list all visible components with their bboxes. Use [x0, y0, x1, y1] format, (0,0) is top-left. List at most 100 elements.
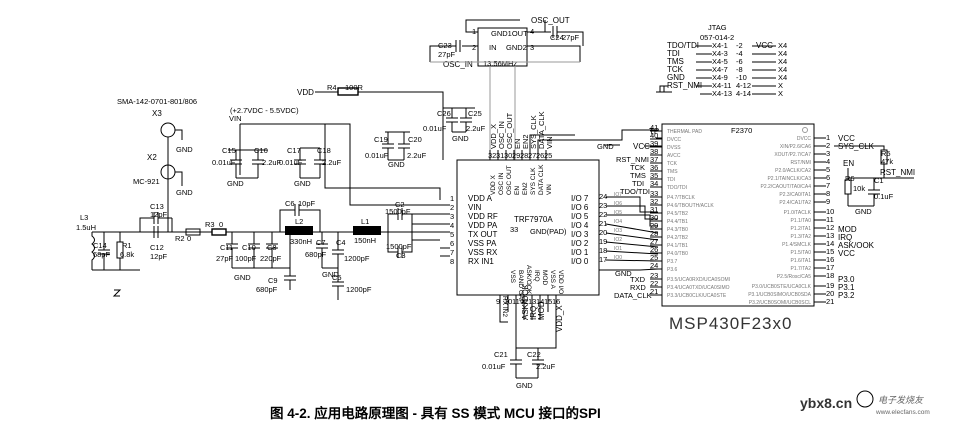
msp-rnet-askook: ASK/OOK	[838, 241, 875, 250]
osc-out-label: OSC_OUT	[531, 16, 570, 25]
msp-lnum-1: 41	[650, 123, 658, 132]
msp-lnum-2: 40	[650, 131, 658, 140]
l2-ref: L2	[295, 217, 303, 226]
trf-right-pin-4: I/O 4	[571, 221, 589, 230]
trf-left-num-6: 6	[450, 239, 454, 248]
gnd-c21: GND	[516, 381, 533, 390]
reset-network: R5 47k RST_NMI R6 10k C1 0.1uF GND	[834, 145, 915, 216]
trf-left-num-8: 8	[450, 257, 454, 266]
msp-rpin-8: P2.3/CA0/TA1	[779, 192, 811, 198]
l1-ref: L1	[361, 217, 369, 226]
c1-val: 0.1uF	[874, 192, 894, 201]
c14-val: 68pF	[93, 250, 111, 259]
c19-val: 0.01uF	[365, 151, 389, 160]
c5-val: 1200pF	[346, 285, 372, 294]
c22-ref: C22	[527, 350, 541, 359]
msp-lpin-3: DVSS	[667, 145, 681, 151]
trf-bottom-num-5: 13	[528, 297, 536, 306]
trf-left-num-4: 4	[450, 221, 454, 230]
msp430-chip: F2370 MSP430F23x0 TP VCC GND 41 40 39 38…	[597, 123, 875, 333]
io-label-3: IO3	[614, 228, 622, 234]
trf-left-pin-8: RX IN1	[468, 257, 494, 266]
c24-ref: C24	[550, 33, 564, 42]
decoupling-c26-c25: C26 0.01uF C25 2.2uF GND	[423, 107, 486, 143]
jtag-pinr-2: -4	[736, 49, 743, 58]
msp-lpin-10: P4.6/TBOUTH/ACLK	[667, 203, 714, 209]
jtag-connector: JTAG 057-014-2 VCC TDO/TDI TDI TMS TCK G…	[656, 23, 787, 98]
trf-bottom-pin-7: VSS A	[549, 270, 556, 289]
c25-val: 2.2uF	[466, 124, 486, 133]
trf-right-pin-3: I/O 5	[571, 212, 589, 221]
msp-lpin-7: TDI	[667, 177, 675, 183]
watermark-site: ybx8.cn	[800, 395, 852, 411]
io-label-2: IO2	[614, 237, 622, 243]
jtag-part: 057-014-2	[700, 33, 734, 42]
msp-model: F2370	[731, 126, 752, 135]
c11-ref: C11	[220, 243, 233, 252]
trf-bottom-num-8: 16	[552, 297, 560, 306]
jtag-r-6: X	[778, 81, 783, 90]
msp-lpin-13: P4.3/TB0	[667, 227, 688, 233]
trf-bottom-pin-2: VSS	[509, 270, 516, 284]
r5-ref: R5	[881, 149, 891, 158]
x3-ref: X3	[152, 109, 162, 118]
c26-val: 0.01uF	[423, 124, 447, 133]
msp-gnd-left: GND	[597, 142, 614, 151]
msp-lnum-7: 35	[650, 171, 658, 180]
msp-lnum-21: 21	[650, 287, 658, 296]
trf7970a-body	[456, 159, 600, 296]
l3-ref: L3	[80, 213, 88, 222]
trf-bottom-num-7: 15	[544, 297, 552, 306]
msp-lpin-17: P3.7	[667, 259, 678, 265]
trf-bottom-pin-8: VDD I/O	[557, 270, 564, 294]
c18-val: 2.2uF	[322, 158, 342, 167]
io-label-7: IO7	[614, 192, 622, 198]
msp-net-rxd: RXD	[630, 283, 646, 292]
msp-rpin-12: P1.2/TA1	[791, 226, 812, 232]
trf-bottom-num-2: 10	[504, 297, 512, 306]
trf-top-num-1: 32	[488, 151, 496, 160]
trf-net-askook: ASK/OOK	[521, 283, 530, 320]
msp-rnet-mod: MOD	[838, 225, 857, 234]
msp-lnum-8: 34	[650, 179, 658, 188]
trf-right-nums: 24 23 22 21 20 19 18 17	[599, 192, 607, 264]
msp-lpin-6: TMS	[667, 169, 678, 175]
rst-nmi-net: RST_NMI	[880, 168, 915, 177]
trf-bottom-pin-6: MOD	[541, 270, 548, 285]
msp-rnum-17: 17	[826, 263, 834, 272]
gnd-c7: GND	[322, 270, 339, 279]
msp-vcc-left: VCC	[633, 142, 650, 151]
trf-left-pin-2: VIN	[468, 203, 482, 212]
msp-net-tdi: TDI	[632, 179, 644, 188]
msp-rnum-10: 10	[826, 207, 834, 216]
trf-top-pin-8: VIN	[545, 136, 554, 149]
c21-val: 0.01uF	[482, 362, 506, 371]
osc-in-label: OSC_IN	[443, 60, 473, 69]
gnd-r6: GND	[855, 207, 872, 216]
r1-val: 6.8k	[120, 250, 134, 259]
l1-body	[353, 226, 381, 235]
c9-ref: C9	[268, 276, 278, 285]
jtag-sig-2: TDI	[667, 49, 680, 58]
vin-range: (+2.7VDC - 5.5VDC)	[230, 106, 299, 115]
msp-lnum-12: 30	[650, 213, 658, 222]
trf-left-pin-3: VDD RF	[468, 212, 498, 221]
decoupling-c17-c18: C17 0.01uF C18 2.2uF GND	[279, 146, 342, 188]
trf-left-pin-7: VSS RX	[468, 248, 498, 257]
msp-lnum-14: 28	[650, 229, 658, 238]
trf-top-pin-5: EN2	[521, 134, 530, 149]
msp-lpin-2: DVCC	[667, 137, 682, 143]
trf-right-num-8: 17	[599, 255, 607, 264]
jtag-pinr-4: -8	[736, 65, 743, 74]
msp-rnum-3: 3	[826, 149, 830, 158]
trf-pad-num: 33	[510, 225, 518, 234]
c7-val: 680pF	[305, 250, 327, 259]
power-input: (+2.7VDC - 5.5VDC) VIN VDD R4 100R	[229, 83, 450, 206]
trf-bottom-num-3: 11	[512, 297, 520, 306]
trf-left-pin-6: VSS PA	[468, 239, 497, 248]
trf-right-pin-2: I/O 6	[571, 203, 589, 212]
r4-ref: R4	[327, 83, 337, 92]
msp-rnum-6: 6	[826, 173, 830, 182]
msp-left-pins: 41 40 39 38 37 36 35 34 33 32 31 30 29 2…	[614, 123, 730, 300]
